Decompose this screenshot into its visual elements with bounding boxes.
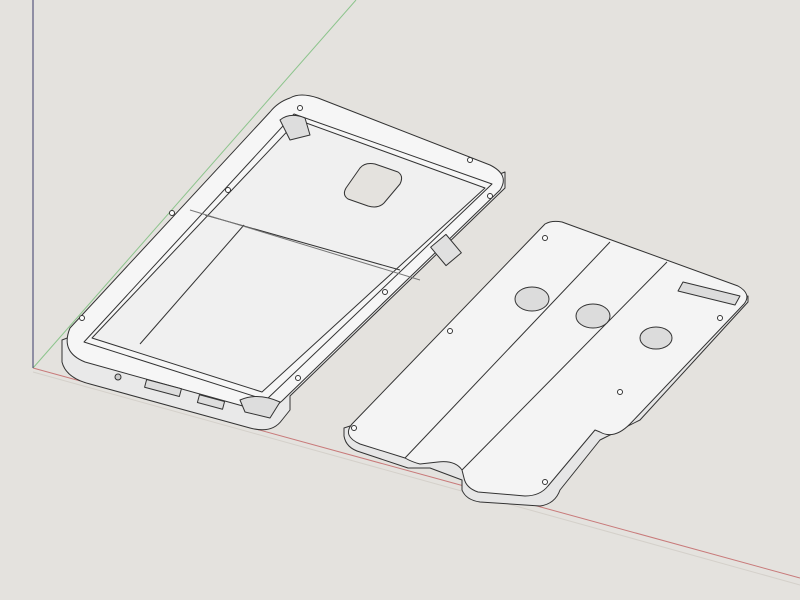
camera-window xyxy=(343,163,403,208)
usb-port xyxy=(144,378,182,398)
headphone-jack xyxy=(114,373,122,381)
case-corner-detail-bottom xyxy=(239,396,281,419)
plate-top-face xyxy=(347,220,748,497)
back-plate[interactable] xyxy=(343,220,749,507)
side-button xyxy=(430,233,462,267)
case-floor-seam-2 xyxy=(139,224,245,345)
case-floor-seam-3 xyxy=(189,209,421,281)
green-axis xyxy=(32,0,357,369)
plate-hole-3 xyxy=(639,326,673,350)
case-corner-detail xyxy=(279,114,311,141)
plate-screw-holes xyxy=(351,235,723,485)
usb-port-2 xyxy=(196,394,226,410)
plate-seam-1 xyxy=(404,241,611,459)
plate-hole-2 xyxy=(575,303,611,329)
plate-seam-2 xyxy=(461,261,668,471)
phone-case-frame[interactable] xyxy=(61,94,506,431)
screw-holes xyxy=(79,105,493,381)
ground-shadow-line xyxy=(32,371,800,586)
plate-slot xyxy=(677,281,741,306)
plate-hole-1 xyxy=(514,286,550,312)
